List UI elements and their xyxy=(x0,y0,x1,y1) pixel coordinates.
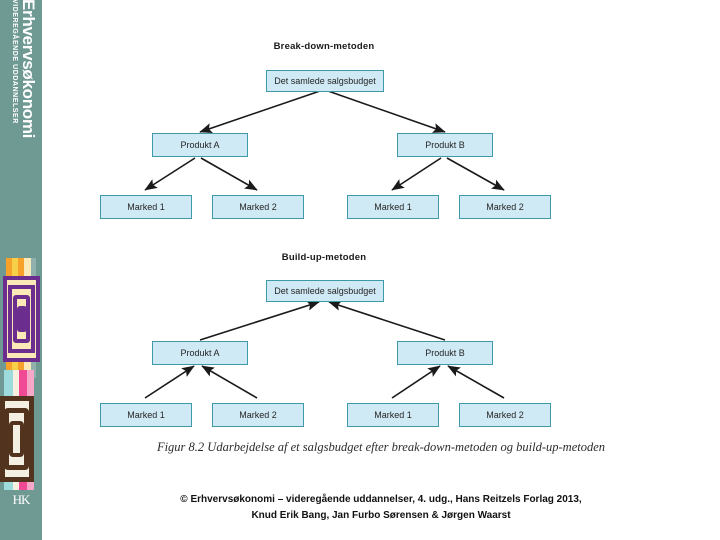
node-break-down-marked-b1[interactable]: Marked 1 xyxy=(347,195,439,219)
decorative-art-graphic xyxy=(0,258,42,490)
node-break-down-marked-a1[interactable]: Marked 1 xyxy=(100,195,192,219)
hk-logo: HK xyxy=(12,492,31,507)
node-build-up-produkt-b[interactable]: Produkt B xyxy=(397,341,493,365)
node-build-up-marked-a2[interactable]: Marked 2 xyxy=(212,403,304,427)
sidebar: Erhvervsøkonomi VIDEREGÅENDE UDDANNELSER xyxy=(0,0,42,540)
sidebar-brand: Erhvervsøkonomi VIDEREGÅENDE UDDANNELSER xyxy=(3,0,42,199)
brand-title: Erhvervsøkonomi xyxy=(19,0,39,139)
section-title-break-down: Break-down-metoden xyxy=(273,41,375,52)
footer-line-2: Knud Erik Bang, Jan Furbo Sørensen & Jør… xyxy=(251,510,511,521)
node-build-up-produkt-a[interactable]: Produkt A xyxy=(152,341,248,365)
node-build-up-marked-b2[interactable]: Marked 2 xyxy=(459,403,551,427)
copyright-footer: © Erhvervsøkonomi – videregående uddanne… xyxy=(42,492,720,524)
node-break-down-produkt-a[interactable]: Produkt A xyxy=(152,133,248,157)
section-title-build-up: Build-up-metoden xyxy=(281,252,367,263)
slide-content: Break-down-metoden Det samlede salgsbudg… xyxy=(42,0,720,540)
figure-caption: Figur 8.2 Udarbejdelse af et salgsbudget… xyxy=(156,440,606,454)
brand-subtitle: VIDEREGÅENDE UDDANNELSER xyxy=(11,0,19,124)
node-build-up-marked-a1[interactable]: Marked 1 xyxy=(100,403,192,427)
node-build-up-root[interactable]: Det samlede salgsbudget xyxy=(266,280,384,302)
node-build-up-marked-b1[interactable]: Marked 1 xyxy=(347,403,439,427)
node-break-down-produkt-b[interactable]: Produkt B xyxy=(397,133,493,157)
node-break-down-marked-b2[interactable]: Marked 2 xyxy=(459,195,551,219)
node-break-down-marked-a2[interactable]: Marked 2 xyxy=(212,195,304,219)
footer-line-1: © Erhvervsøkonomi – videregående uddanne… xyxy=(180,494,582,505)
node-break-down-root[interactable]: Det samlede salgsbudget xyxy=(266,70,384,92)
